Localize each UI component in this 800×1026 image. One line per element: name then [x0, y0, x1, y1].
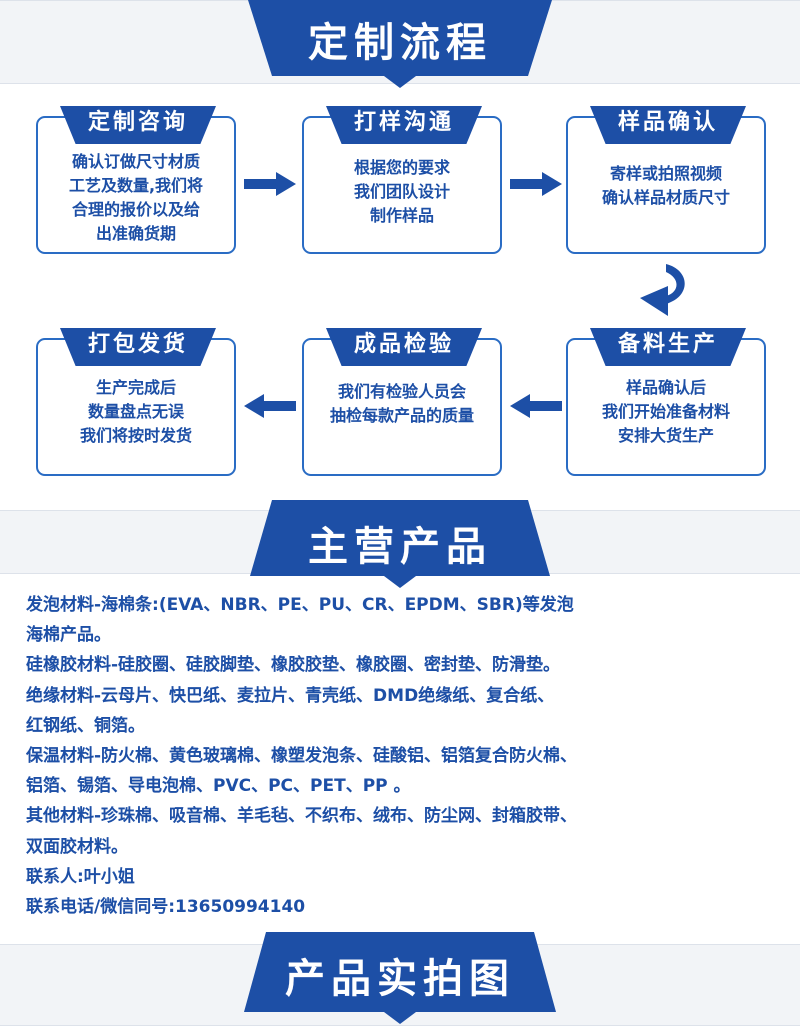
step-shipping: 打包发货 生产完成后 数量盘点无误 我们将按时发货: [36, 328, 236, 476]
contact-phone: 联系电话/微信同号:13650994140: [26, 897, 306, 918]
step-title: 定制咨询: [87, 110, 188, 135]
step-desc-line: 我们开始准备材料: [601, 402, 730, 421]
curved-arrow-down-icon: [640, 264, 685, 316]
step-inspection: 成品检验 我们有检验人员会 抽检每款产品的质量: [302, 328, 502, 476]
step-sampling: 打样沟通 根据您的要求 我们团队设计 制作样品: [302, 106, 502, 254]
products-line: 其他材料-珍珠棉、吸音棉、羊毛毡、不织布、绒布、防尘网、封箱胶带、: [26, 806, 578, 827]
step-desc-line: 根据您的要求: [353, 158, 450, 177]
products-line: 保温材料-防火棉、黄色玻璃棉、橡塑发泡条、硅酸铝、铝箔复合防火棉、: [26, 746, 578, 767]
contact-person: 联系人:叶小姐: [26, 866, 135, 887]
arrow-left-icon: [244, 394, 296, 418]
arrow-right-icon: [510, 172, 562, 196]
step-description: 样品确认后 我们开始准备材料 安排大货生产: [574, 376, 758, 448]
photos-title-banner: 产品实拍图: [244, 932, 556, 1026]
step-title-tag: 备料生产: [590, 328, 746, 366]
products-list: 发泡材料-海棉条:(EVA、NBR、PE、PU、CR、EPDM、SBR)等发泡 …: [26, 590, 786, 922]
arrow-right-icon: [244, 172, 296, 196]
products-line: 海棉产品。: [26, 625, 111, 646]
products-line: 发泡材料-海棉条:(EVA、NBR、PE、PU、CR、EPDM、SBR)等发泡: [26, 595, 574, 615]
step-description: 确认订做尺寸材质 工艺及数量,我们将 合理的报价以及给 出准确货期: [44, 150, 228, 246]
step-desc-line: 制作样品: [369, 206, 434, 225]
step-desc-line: 确认样品材质尺寸: [601, 188, 730, 207]
step-description: 我们有检验人员会 抽检每款产品的质量: [310, 380, 494, 428]
step-desc-line: 出准确货期: [95, 224, 176, 243]
step-desc-line: 我们有检验人员会: [337, 382, 466, 401]
step-desc-line: 安排大货生产: [617, 426, 714, 445]
process-title-banner: 定制流程: [248, 0, 552, 88]
step-desc-line: 工艺及数量,我们将: [68, 176, 204, 195]
step-title-tag: 定制咨询: [60, 106, 216, 144]
step-description: 寄样或拍照视频 确认样品材质尺寸: [574, 162, 758, 210]
products-title-banner: 主营产品: [250, 500, 550, 588]
step-description: 根据您的要求 我们团队设计 制作样品: [310, 156, 494, 228]
step-title: 打包发货: [87, 332, 188, 357]
products-line: 硅橡胶材料-硅胶圈、硅胶脚垫、橡胶胶垫、橡胶圈、密封垫、防滑垫。: [26, 655, 561, 676]
step-desc-line: 寄样或拍照视频: [609, 164, 722, 183]
step-desc-line: 数量盘点无误: [87, 402, 184, 421]
step-title: 成品检验: [353, 332, 454, 357]
step-consultation: 定制咨询 确认订做尺寸材质 工艺及数量,我们将 合理的报价以及给 出准确货期: [36, 106, 236, 254]
step-desc-line: 合理的报价以及给: [71, 200, 200, 219]
step-title: 样品确认: [617, 110, 718, 135]
step-production: 备料生产 样品确认后 我们开始准备材料 安排大货生产: [566, 328, 766, 476]
step-title: 打样沟通: [353, 110, 454, 135]
step-desc-line: 抽检每款产品的质量: [329, 406, 474, 425]
products-line: 双面胶材料。: [26, 836, 128, 857]
step-desc-line: 确认订做尺寸材质: [71, 152, 200, 171]
step-sample-confirm: 样品确认 寄样或拍照视频 确认样品材质尺寸: [566, 106, 766, 254]
step-title: 备料生产: [617, 332, 718, 357]
photos-title: 产品实拍图: [285, 956, 515, 1002]
products-line: 绝缘材料-云母片、快巴纸、麦拉片、青壳纸、DMD绝缘纸、复合纸、: [26, 685, 555, 706]
step-desc-line: 我们团队设计: [353, 182, 450, 201]
arrow-left-icon: [510, 394, 562, 418]
step-title-tag: 打包发货: [60, 328, 216, 366]
process-title: 定制流程: [308, 20, 492, 66]
step-title-tag: 打样沟通: [326, 106, 482, 144]
products-title: 主营产品: [308, 524, 492, 570]
products-line: 铝箔、锡箔、导电泡棉、PVC、PC、PET、PP 。: [26, 776, 411, 797]
step-title-tag: 成品检验: [326, 328, 482, 366]
step-desc-line: 生产完成后: [95, 378, 176, 397]
step-description: 生产完成后 数量盘点无误 我们将按时发货: [44, 376, 228, 448]
products-line: 红钢纸、铜箔。: [26, 715, 145, 736]
step-title-tag: 样品确认: [590, 106, 746, 144]
step-desc-line: 我们将按时发货: [79, 426, 192, 445]
step-desc-line: 样品确认后: [625, 378, 706, 397]
